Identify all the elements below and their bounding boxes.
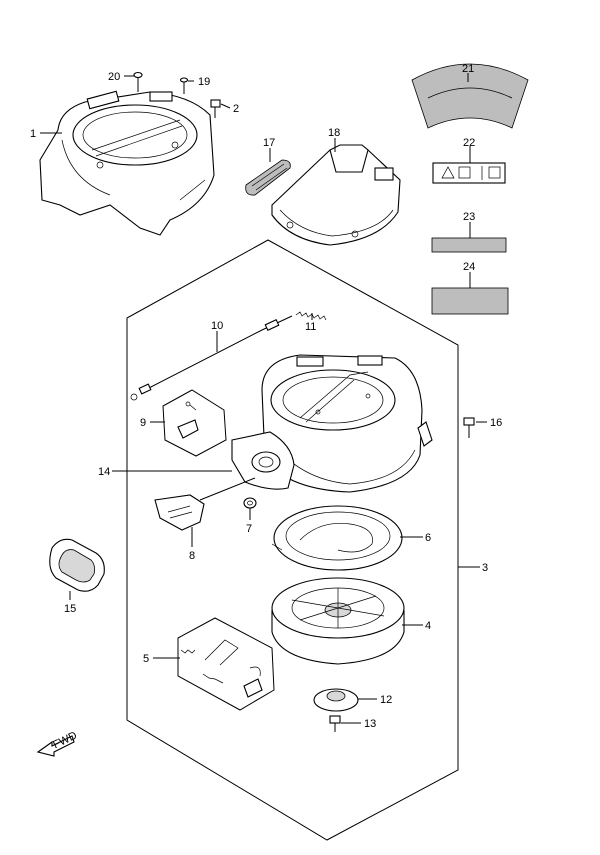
callout-3: 3 [482, 562, 488, 574]
bracket-kit-part-9 [162, 389, 227, 457]
callout-13: 13 [364, 718, 376, 730]
recoil-spring-part-6 [271, 505, 403, 571]
mesh-part-17 [245, 159, 291, 196]
assembly-group-outline [126, 239, 459, 841]
screw-part-19 [179, 77, 189, 94]
label-part-21 [411, 63, 529, 129]
cable-part-10 [130, 315, 293, 401]
upper-cover-part-1 [39, 90, 215, 236]
callout-21: 21 [462, 63, 474, 75]
fwd-arrow-icon: FWD [36, 730, 79, 757]
callout-17: 17 [263, 137, 275, 149]
bolt-part-16 [463, 417, 475, 438]
bolt-part-2 [210, 99, 221, 118]
warning-label-part-22 [432, 162, 506, 184]
callout-6: 6 [425, 532, 431, 544]
callout-20: 20 [108, 71, 120, 83]
callout-18: 18 [328, 127, 340, 139]
ratchet-kit-part-5 [177, 617, 275, 711]
callout-2: 2 [233, 103, 239, 115]
callout-12: 12 [380, 694, 392, 706]
bolt-part-13 [329, 715, 341, 732]
callout-11: 11 [305, 321, 316, 333]
fwd-label: FWD [51, 730, 79, 752]
seal-part-15 [49, 538, 105, 592]
silencer-cover-part-18 [271, 144, 401, 246]
callout-24: 24 [463, 261, 475, 273]
callout-23: 23 [463, 211, 475, 223]
strip-label-part-23 [431, 237, 507, 253]
callout-7: 7 [246, 523, 252, 535]
callout-5: 5 [143, 653, 149, 665]
callout-16: 16 [490, 417, 502, 429]
leader-lines [40, 73, 487, 724]
callout-8: 8 [189, 550, 195, 562]
callout-19: 19 [198, 76, 210, 88]
collar-part-7 [243, 497, 257, 509]
callout-1: 1 [30, 128, 36, 140]
info-label-part-24 [431, 287, 509, 315]
starter-housing [261, 354, 433, 493]
starter-handle-part-8 [154, 477, 256, 531]
reel-part-4 [271, 577, 405, 665]
callout-14: 14 [98, 466, 110, 478]
callout-15: 15 [64, 603, 76, 615]
callout-22: 22 [463, 137, 475, 149]
friction-plate-part-12 [313, 688, 359, 712]
callout-4: 4 [425, 620, 431, 632]
screw-part-20 [133, 71, 143, 92]
callout-labels: 1 20 19 2 17 18 21 22 23 24 10 11 9 16 1… [30, 63, 502, 730]
callout-10: 10 [211, 320, 223, 332]
callout-9: 9 [140, 417, 146, 429]
rope-guide-part-14 [231, 431, 295, 490]
spring-part-11 [295, 311, 327, 321]
